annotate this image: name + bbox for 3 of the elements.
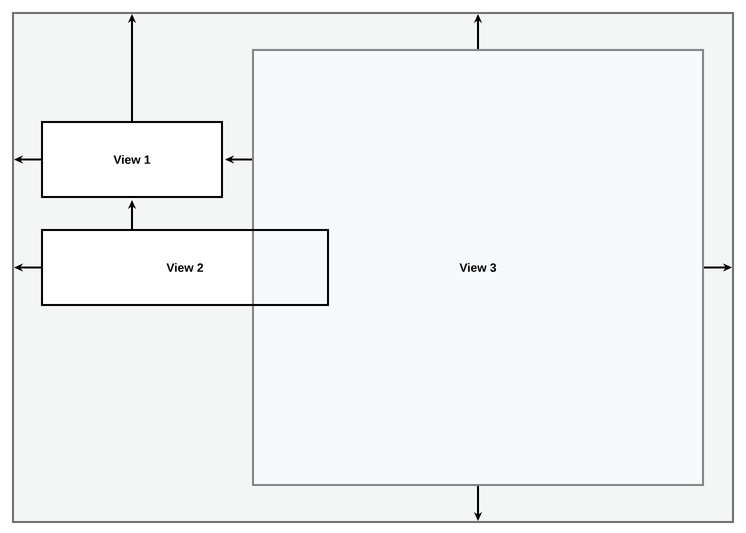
- view-box: View 1: [41, 121, 223, 198]
- view-box: View 3: [252, 49, 704, 486]
- view-box: View 2: [41, 229, 329, 306]
